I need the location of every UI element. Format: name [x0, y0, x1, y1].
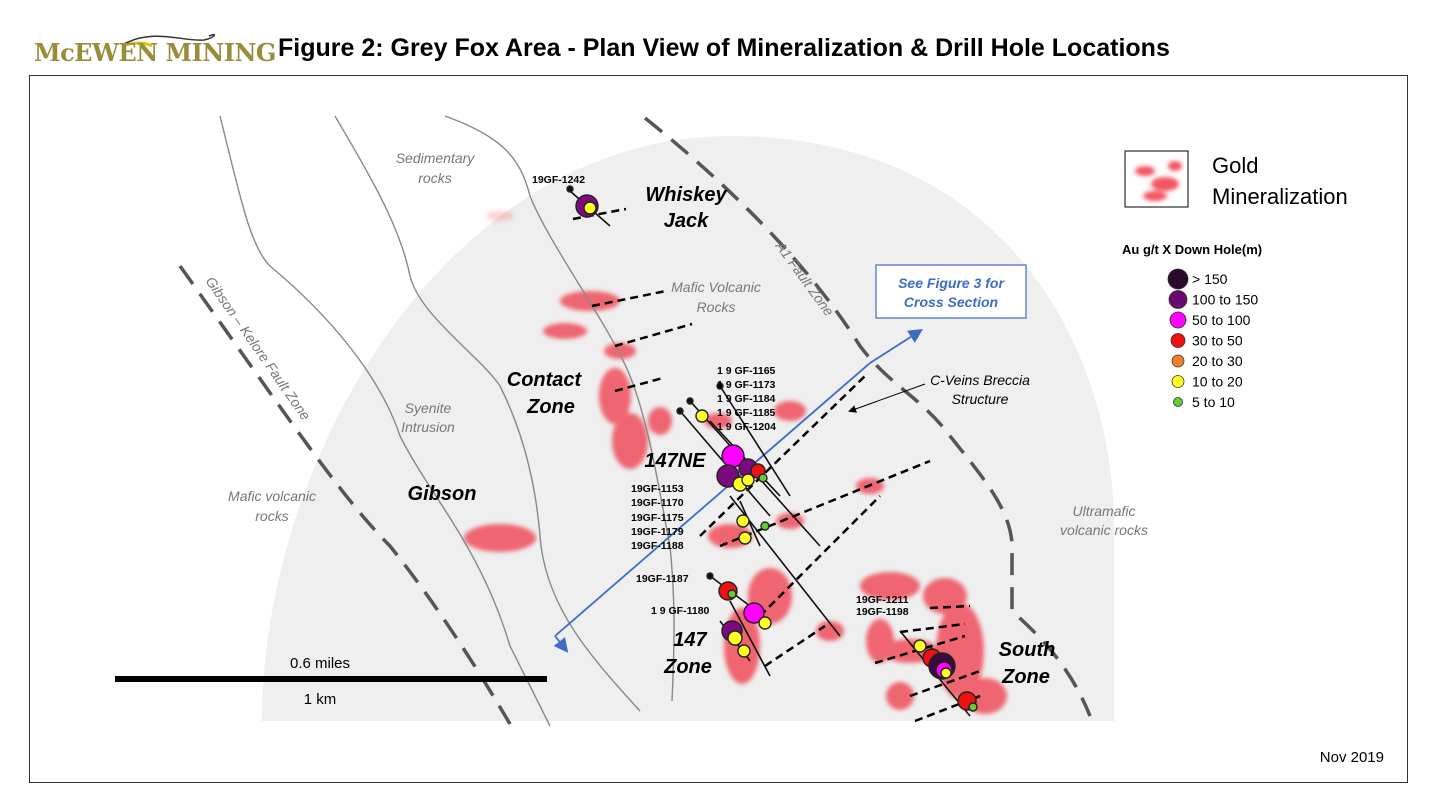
drill-label-1187: 19GF-1187	[636, 573, 689, 585]
zone-label-147-1: 147	[673, 629, 707, 651]
zone-label-whiskey-jack-1: Whiskey	[645, 184, 727, 206]
structure-label-1: C-Veins Breccia	[930, 372, 1030, 388]
drill-label-1179: 19GF-1179	[631, 526, 684, 538]
drill-label-1170: 19GF-1170	[631, 497, 684, 509]
legend-swatch-0	[1167, 268, 1189, 290]
rock-label-sedimentary-1: Sedimentary	[396, 150, 476, 166]
legend-swatch-2	[1169, 311, 1187, 329]
legend-gold-label-2: Mineralization	[1212, 184, 1348, 209]
figure-title: Figure 2: Grey Fox Area - Plan View of M…	[278, 34, 1170, 62]
zone-label-south-2: Zone	[1001, 666, 1050, 688]
logo-text: McEWEN MINING	[34, 38, 276, 67]
zone-label-contact-1: Contact	[507, 369, 583, 391]
legend-swatch-4	[1171, 354, 1185, 368]
rock-label-syenite-2: Intrusion	[401, 419, 455, 435]
drill-label-1165: 1 9 GF-1165	[717, 365, 776, 377]
c-veins-leader	[848, 383, 926, 413]
structure-label-2: Structure	[952, 391, 1009, 407]
cross-section-callout: See Figure 3 for Cross Section	[875, 264, 1027, 319]
zone-label-gibson: Gibson	[408, 483, 477, 505]
scale-bar: 0.6 miles 1 km	[115, 655, 547, 708]
legend-swatch-1	[1168, 290, 1188, 309]
drill-label-1204: 1 9 GF-1204	[717, 421, 776, 433]
drill-hole-traces	[569, 190, 971, 717]
legend-item-label-4: 20 to 30	[1192, 353, 1243, 369]
drill-label-1198: 19GF-1198	[856, 606, 909, 618]
callout-line-1: See Figure 3 for	[898, 275, 1005, 291]
fault-label-gibson-kelore: Gibson – Kelore Fault Zone	[203, 274, 314, 424]
rock-label-mafic-volcanic-1: Mafic Volcanic	[671, 279, 761, 295]
rock-label-ultramafic-1: Ultramafic	[1072, 503, 1135, 519]
legend-gold-label-1: Gold	[1212, 153, 1258, 178]
legend-item-label-3: 30 to 50	[1192, 333, 1243, 349]
legend-item-label-5: 10 to 20	[1192, 374, 1243, 390]
mcewen-mining-logo: McEWEN MINING	[34, 32, 276, 72]
drill-label-1184: 1 9 GF-1184	[717, 393, 776, 405]
zone-label-147ne: 147NE	[644, 450, 706, 472]
legend-item-label-2: 50 to 100	[1192, 312, 1251, 328]
zone-label-contact-2: Zone	[526, 396, 575, 418]
rock-label-syenite-1: Syenite	[405, 400, 452, 416]
drill-label-1180: 1 9 GF-1180	[651, 605, 710, 617]
rock-label-sedimentary-2: rocks	[418, 170, 451, 186]
drill-label-1175: 19GF-1175	[631, 512, 684, 524]
drill-label-1173: 1 9 GF-1173	[717, 379, 776, 391]
legend-item-label-6: 5 to 10	[1192, 394, 1235, 410]
map-frame: See Figure 3 for Cross Section	[29, 75, 1408, 783]
callout-line-2: Cross Section	[904, 294, 998, 310]
drill-label-1185: 1 9 GF-1185	[717, 407, 776, 419]
map-canvas: See Figure 3 for Cross Section	[115, 115, 1348, 727]
rock-label-ultramafic-2: volcanic rocks	[1060, 522, 1148, 538]
drill-label-1188: 19GF-1188	[631, 540, 684, 552]
scale-label-miles: 0.6 miles	[290, 655, 350, 672]
legend-swatch-3	[1170, 333, 1186, 348]
drill-label-1153: 19GF-1153	[631, 483, 684, 495]
fault-zones	[178, 116, 1092, 725]
drill-intercepts	[566, 185, 978, 712]
legend-item-label-1: 100 to 150	[1192, 292, 1258, 308]
rock-label-mafic-left-2: rocks	[255, 508, 288, 524]
drill-label-1242: 19GF-1242	[532, 174, 585, 186]
logo-swoosh-icon	[121, 33, 216, 48]
cross-section-line	[553, 329, 924, 653]
legend-au-title: Au g/t X Down Hole(m)	[1122, 242, 1262, 257]
zone-label-147-2: Zone	[663, 656, 712, 678]
scale-label-km: 1 km	[304, 691, 337, 708]
rock-label-mafic-left-1: Mafic volcanic	[228, 488, 316, 504]
drill-label-1211: 19GF-1211	[856, 594, 909, 606]
legend-item-label-0: > 150	[1192, 271, 1228, 287]
legend-swatch-5	[1171, 375, 1185, 388]
legend-swatch-6	[1173, 397, 1183, 407]
legend: Gold Mineralization Au g/t X Down Hole(m…	[1122, 150, 1348, 410]
rock-label-mafic-volcanic-2: Rocks	[697, 299, 736, 315]
geologic-contacts	[219, 115, 675, 727]
zone-label-whiskey-jack-2: Jack	[664, 210, 709, 232]
figure-date: Nov 2019	[1319, 749, 1384, 766]
zone-label-south-1: South	[999, 639, 1056, 661]
